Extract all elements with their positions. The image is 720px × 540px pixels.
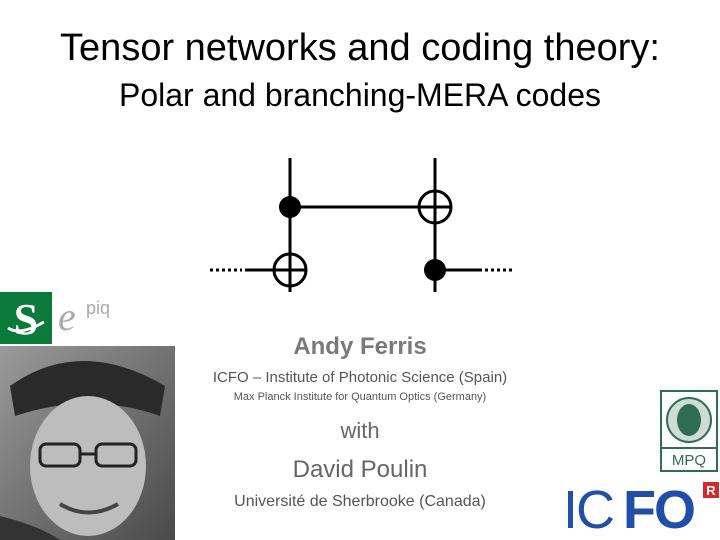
control-dot-bottom: [424, 259, 446, 281]
svg-text:FO: FO: [623, 480, 694, 536]
mpq-logo-icon: MPQ: [660, 390, 718, 472]
svg-text:S: S: [14, 295, 38, 344]
coauthor-affiliation: Université de Sherbrooke (Canada): [234, 493, 486, 510]
with-label: with: [340, 418, 380, 443]
svg-text:R: R: [706, 483, 716, 498]
coauthor-name: David Poulin: [292, 456, 428, 483]
author-photo: [0, 346, 175, 540]
svg-text:piq: piq: [86, 298, 110, 318]
slide-title: Tensor networks and coding theory:: [60, 27, 660, 69]
epiq-logo-icon: e piq: [58, 294, 110, 339]
mpq-logo-text: MPQ: [672, 452, 706, 469]
author-affiliation-2: Max Planck Institute for Quantum Optics …: [233, 391, 487, 403]
icfo-logo-icon: IC FO R: [563, 480, 719, 536]
sherbrooke-logo-icon: S: [0, 292, 52, 344]
svg-text:IC: IC: [563, 480, 613, 536]
author-name: Andy Ferris: [293, 333, 427, 360]
slide-subtitle: Polar and branching-MERA codes: [118, 77, 602, 113]
circuit-diagram: [210, 158, 512, 292]
author-affiliation-1: ICFO – Institute of Photonic Science (Sp…: [212, 369, 508, 386]
control-dot-top: [279, 196, 301, 218]
svg-text:e: e: [58, 294, 76, 339]
